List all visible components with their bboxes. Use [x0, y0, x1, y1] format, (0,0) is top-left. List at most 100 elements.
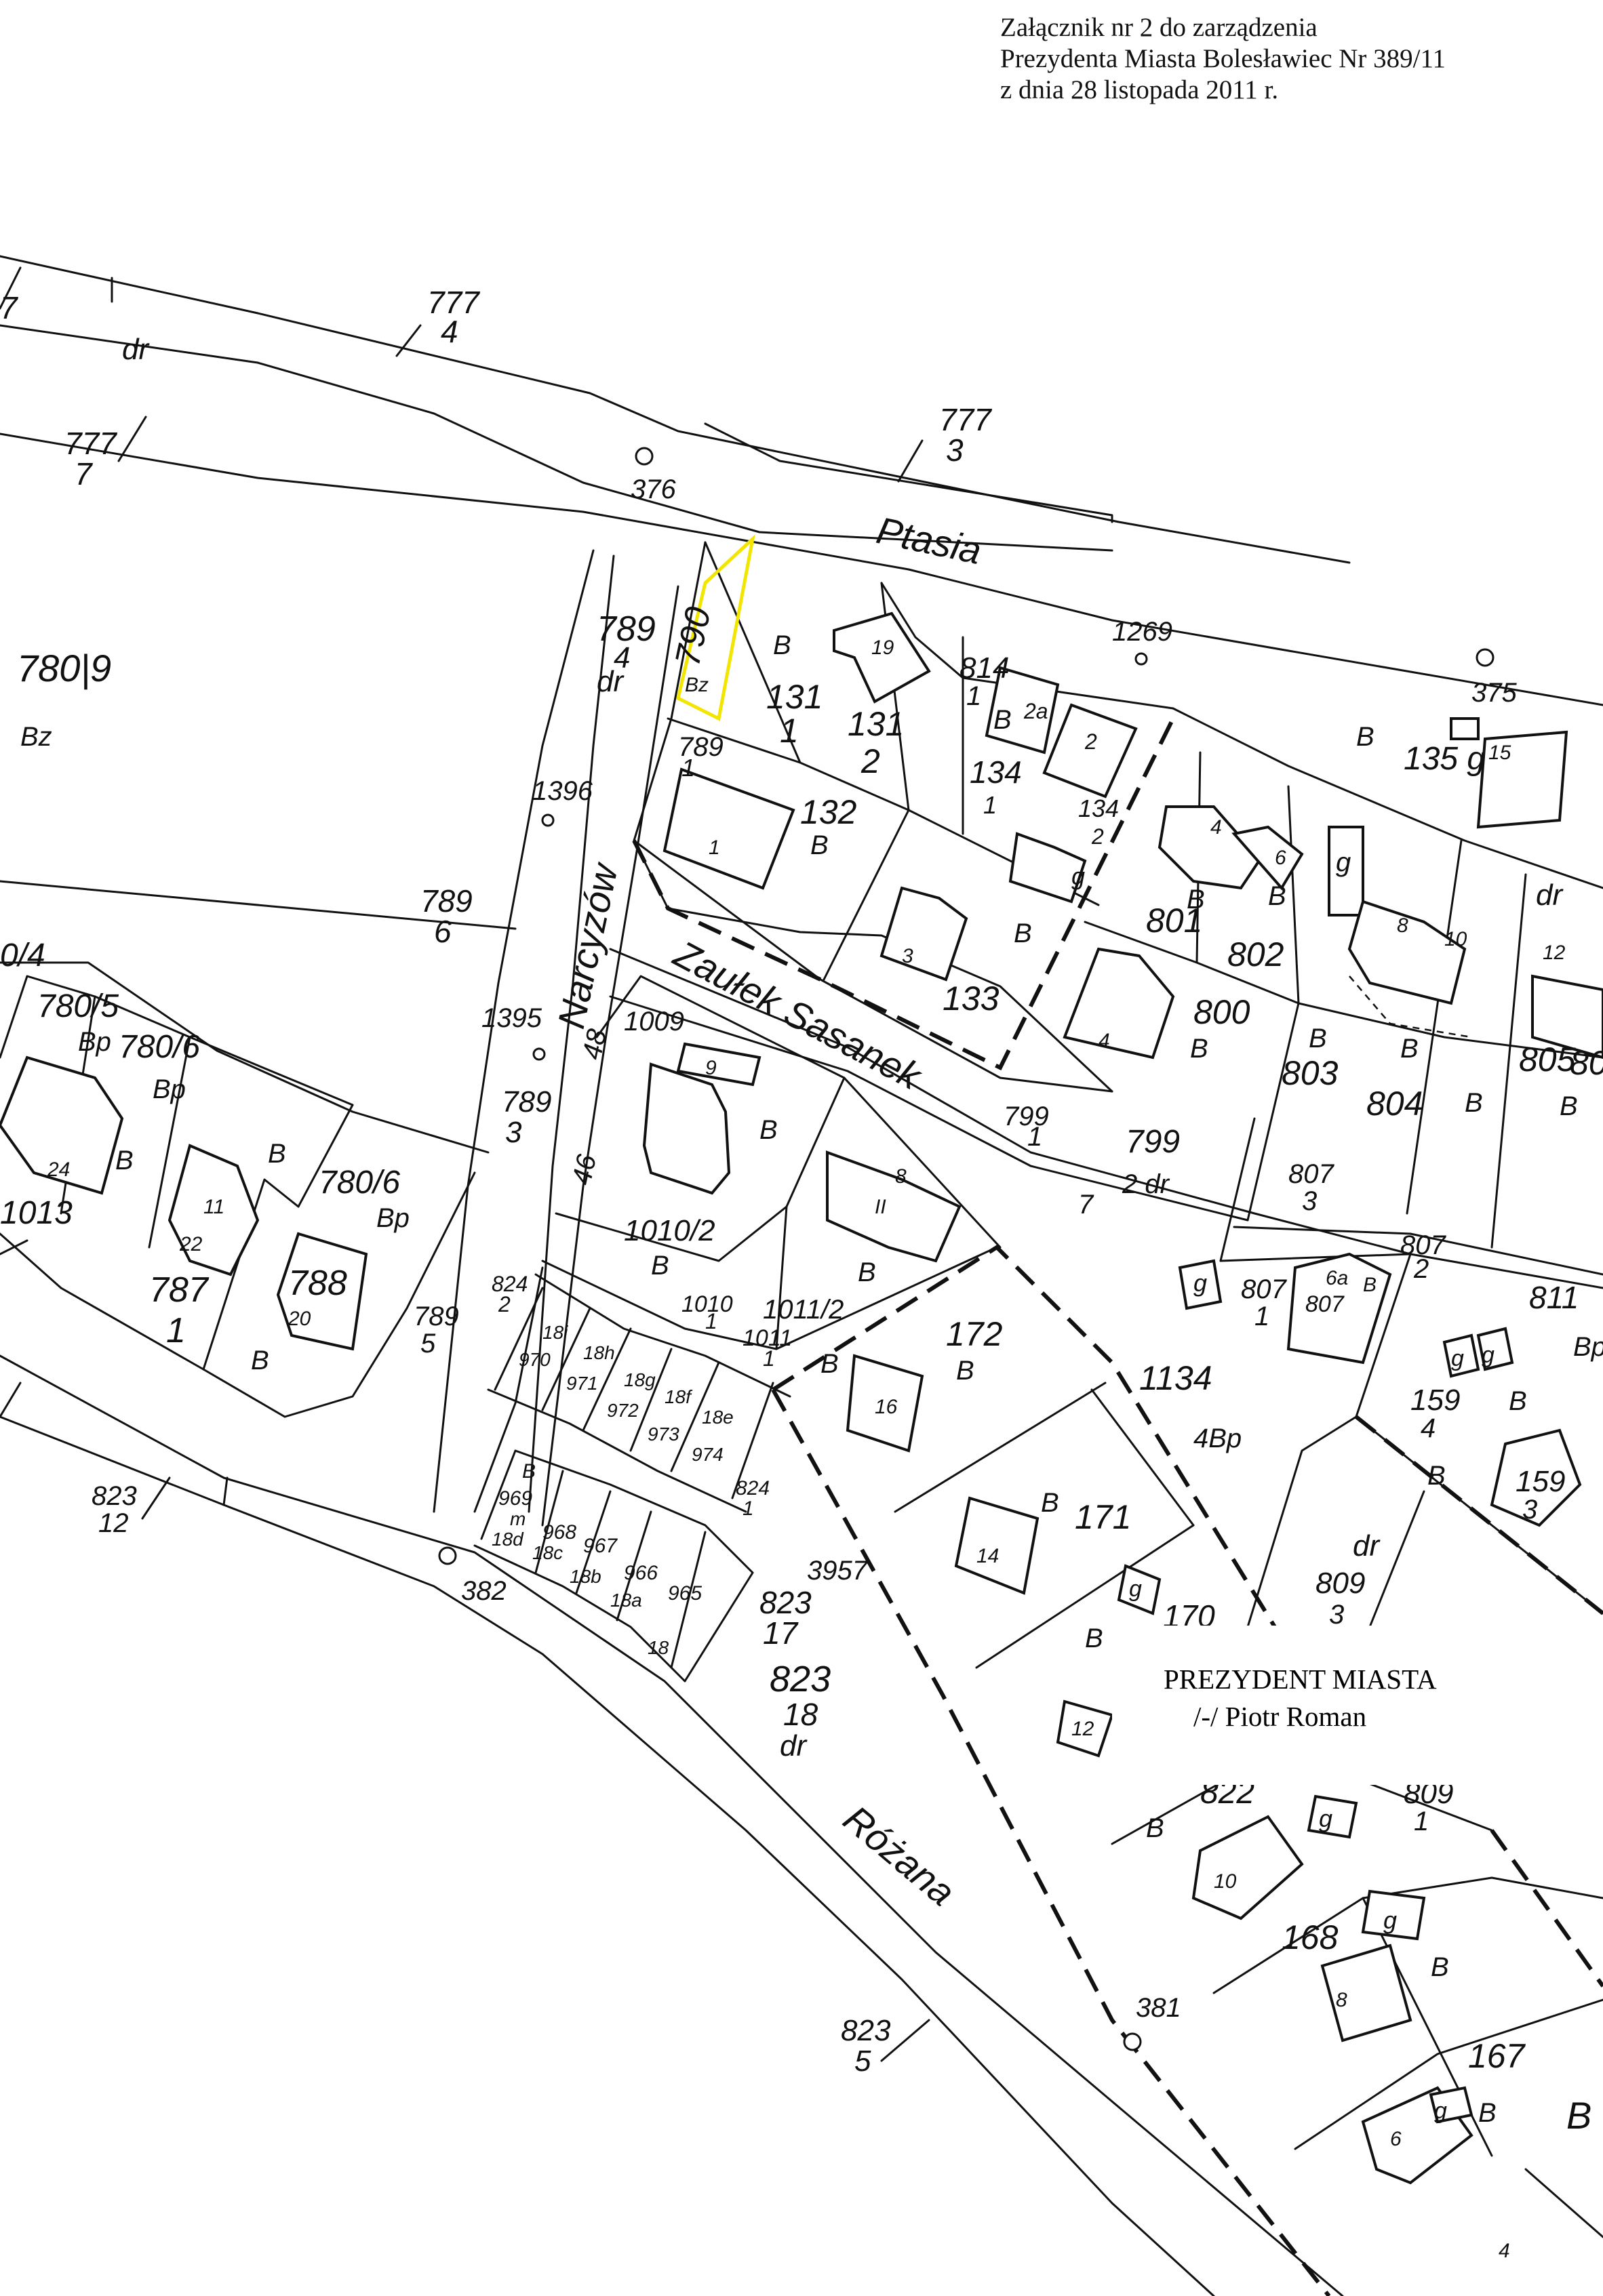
row-965-d1: [480, 1449, 517, 1540]
parcel-1010-lower: [541, 1246, 998, 1350]
row-970-top: [534, 1273, 791, 1398]
label-n7: 7: [1078, 1190, 1094, 1220]
building-g-802: [1328, 826, 1364, 917]
label-814-1-den: 1: [966, 681, 981, 711]
label-777-3-den: 3: [946, 432, 964, 468]
divider-777-3: [897, 439, 924, 483]
label-807-3-den: 3: [1302, 1186, 1317, 1216]
label-789-6-den: 6: [434, 914, 452, 949]
label-b14: 14: [976, 1545, 999, 1567]
building-9: [676, 1042, 761, 1087]
parcel-1009-outline: [555, 975, 846, 1262]
label-787-num: 787: [149, 1270, 210, 1310]
parcel-line-809: [1368, 1490, 1425, 1628]
label-823-5-den: 5: [854, 2045, 871, 2078]
label-b18d: 18d: [492, 1529, 524, 1550]
label-381: 381: [1136, 1993, 1181, 2023]
label-g-822: g: [1319, 1805, 1332, 1832]
building-6a: [1286, 1252, 1392, 1365]
label-809-1-den: 1: [1414, 1807, 1429, 1836]
divider-left: [0, 266, 22, 310]
label-1395: 1395: [481, 1003, 542, 1033]
building-2a: [985, 666, 1060, 754]
label-134-1-den: 1: [983, 791, 997, 819]
label-1134: 1134: [1139, 1359, 1212, 1397]
label-b-bottom: B: [1085, 1624, 1103, 1653]
label-780-9: 780|9: [17, 647, 111, 690]
header-line-2: Prezydenta Miasta Bolesławiec Nr 389/11: [1000, 44, 1446, 73]
label-789-4-den: 4: [614, 641, 630, 674]
parcel-labels: 777 4 7 dr 777 7 777 3 376 1269 375 780|…: [0, 285, 1603, 2262]
label-807-3-num: 807: [1288, 1159, 1334, 1189]
parcel-line-1134: [1090, 1388, 1195, 1527]
label-807-2-num: 807: [1400, 1230, 1446, 1260]
label-80x: 80: [1570, 1044, 1603, 1082]
label-376: 376: [631, 475, 676, 504]
label-b4b: 4: [1099, 1030, 1110, 1052]
building-g-167: [1429, 2086, 1473, 2124]
parcel-line-803: [1406, 839, 1463, 1215]
label-b-133: B: [1014, 919, 1032, 948]
road-edge-top-2: [0, 324, 1113, 552]
building-8c: [1320, 1943, 1412, 2042]
header-line-3: z dnia 28 listopada 2011 r.: [1000, 75, 1279, 104]
label-b-804: B: [1400, 1034, 1419, 1064]
label-3957: 3957: [807, 1556, 869, 1586]
parcel-line-780-6a: [148, 1036, 191, 1249]
label-168: 168: [1282, 1918, 1339, 1956]
label-bp-780-6b: Bp: [376, 1203, 410, 1233]
label-823-18-den: 18: [783, 1697, 818, 1732]
label-b-168: B: [1431, 1952, 1449, 1982]
building-800: [1063, 947, 1175, 1060]
label-789-3-num: 789: [502, 1085, 551, 1119]
narcyzow-edge-2: [541, 585, 679, 1527]
label-b-132: B: [810, 830, 829, 860]
label-809-3-den: 3: [1329, 1600, 1344, 1630]
dashed-boundaries: [632, 717, 1603, 2296]
parcel-line-1010: [775, 1205, 788, 1350]
label-b20: 20: [288, 1308, 311, 1330]
label-b-803: B: [1309, 1024, 1327, 1053]
row-970-d3: [582, 1327, 632, 1432]
parcel-132-boundary: [667, 717, 1100, 906]
building-g-170: [1117, 1564, 1162, 1615]
label-b-1011: B: [820, 1349, 839, 1379]
row-965-d5: [670, 1531, 707, 1669]
label-b9: 9: [705, 1057, 717, 1079]
label-1269: 1269: [1112, 617, 1172, 647]
label-1013: 1013: [0, 1195, 73, 1231]
label-b-807: B: [1363, 1274, 1377, 1296]
label-b6: 6: [1275, 847, 1286, 869]
label-b19: 19: [871, 637, 894, 659]
label-b8b: 8: [895, 1165, 907, 1188]
label-159-3-den: 3: [1522, 1495, 1537, 1525]
divider-left-low: [0, 1382, 22, 1418]
row-970-d2: [541, 1307, 591, 1411]
label-133: 133: [943, 980, 1000, 1018]
label-b-159b: B: [1427, 1461, 1446, 1491]
label-814-1-num: 814: [959, 651, 1009, 685]
label-b-800: B: [1190, 1034, 1208, 1064]
label-159-4-num: 159: [1410, 1384, 1460, 1417]
label-823-5-num: 823: [841, 2014, 891, 2047]
document-header: Załącznik nr 2 do zarządzenia Prezydenta…: [1000, 12, 1583, 106]
survey-point-1396: [541, 813, 555, 827]
survey-point-376: [635, 447, 654, 466]
label-967: 967: [583, 1535, 618, 1557]
row-965-d6: [684, 1571, 754, 1683]
label-131-2-den: 2: [860, 742, 880, 780]
block-167-outline: [1294, 1998, 1603, 2150]
label-824-2-num: 824: [492, 1272, 528, 1296]
label-788: 788: [288, 1264, 347, 1303]
label-809-3-num: 809: [1315, 1567, 1365, 1600]
label-172: 172: [946, 1315, 1003, 1353]
label-968: 968: [542, 1521, 576, 1544]
label-1396: 1396: [532, 776, 593, 806]
label-b2a: 2a: [1023, 699, 1048, 723]
row-970-d1: [494, 1287, 544, 1391]
label-171: 171: [1075, 1498, 1131, 1536]
label-789-5-num: 789: [414, 1302, 459, 1331]
survey-point-1395: [532, 1047, 546, 1061]
label-b-135: B: [1356, 722, 1374, 752]
